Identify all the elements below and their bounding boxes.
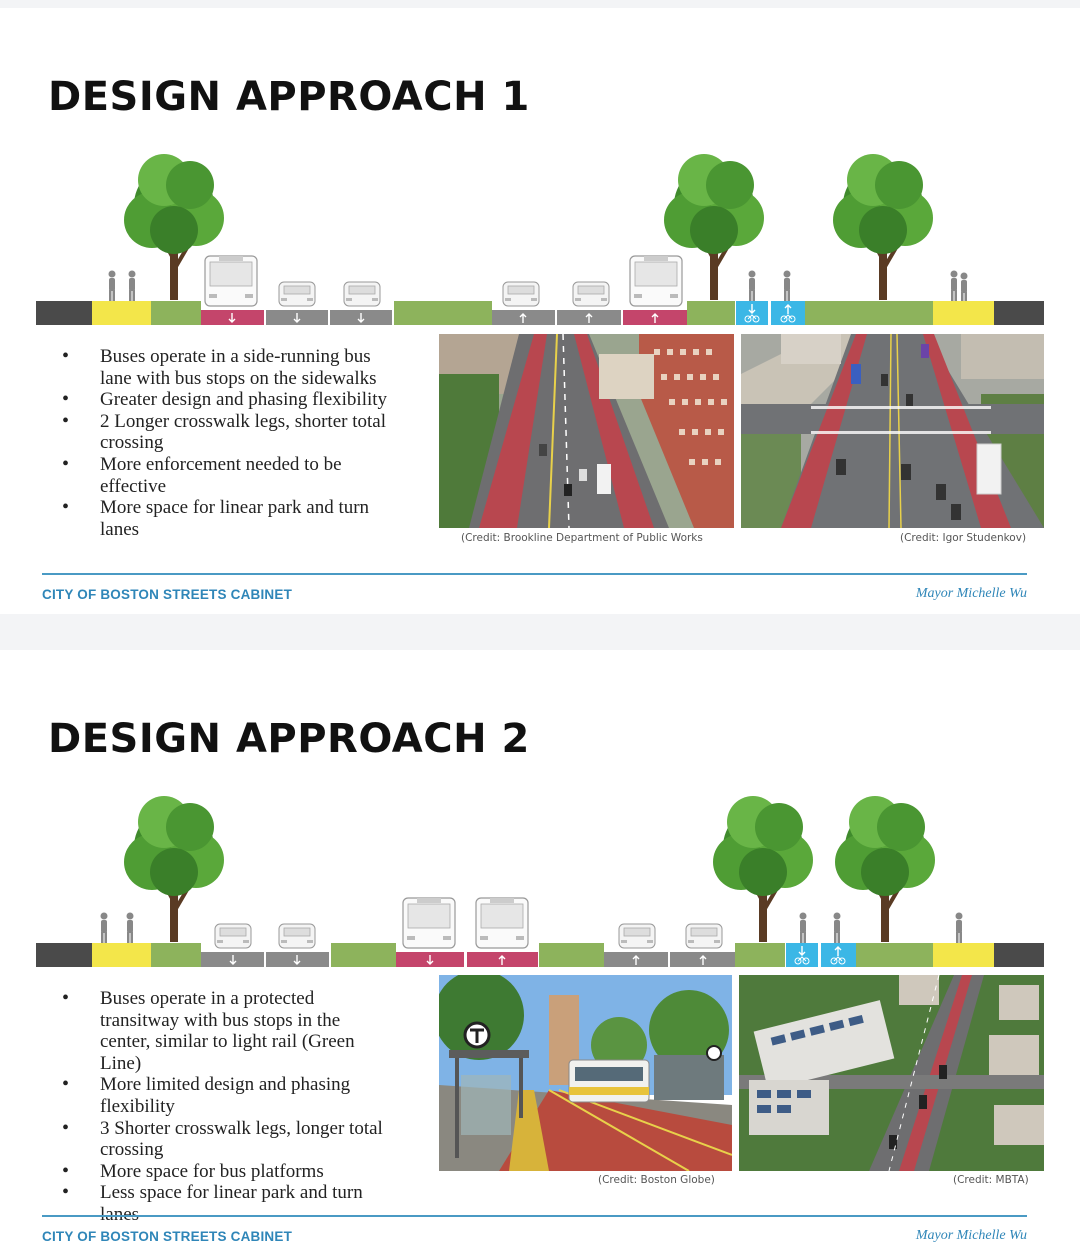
photo-credit: (Credit: Brookline Department of Public … <box>461 532 703 544</box>
photo-credit: (Credit: Igor Studenkov) <box>900 532 1027 544</box>
list-item: More space for linear park and turn lane… <box>60 497 390 540</box>
bus-icon <box>204 255 258 307</box>
list-item: 2 Longer crosswalk legs, shorter total c… <box>60 411 390 454</box>
car-icon <box>572 281 610 307</box>
list-item: More space for bus platforms <box>60 1161 390 1183</box>
tree-icon <box>711 794 815 944</box>
bus-platform-photo <box>439 975 732 1171</box>
footer-organization: CITY OF BOSTON STREETS CABINET <box>42 1229 293 1244</box>
list-item: Buses operate in a side-running bus lane… <box>60 346 390 389</box>
car-icon <box>278 923 316 949</box>
footer-mayor: Mayor Michelle Wu <box>915 586 1027 601</box>
bus-icon <box>402 897 456 949</box>
list-item: Buses operate in a protected transitway … <box>60 988 390 1074</box>
aerial-transitway-photo <box>739 975 1044 1171</box>
slide-design-approach-2: DESIGN APPROACH 2 <box>0 650 1080 1253</box>
pedestrian-icon <box>748 270 756 301</box>
bullet-list: Buses operate in a side-running bus lane… <box>60 346 390 540</box>
car-icon <box>502 281 540 307</box>
footer-mayor: Mayor Michelle Wu <box>915 1228 1027 1243</box>
footer-organization: CITY OF BOSTON STREETS CABINET <box>42 587 293 602</box>
street-photo-intersection <box>741 334 1044 528</box>
photo-credit: (Credit: MBTA) <box>953 1174 1029 1186</box>
pedestrian-icon <box>783 270 791 301</box>
pedestrian-icon <box>833 912 841 943</box>
slide-design-approach-1: DESIGN APPROACH 1 <box>0 8 1080 614</box>
slide-title: DESIGN APPROACH 2 <box>48 716 530 762</box>
footer-divider <box>42 1215 1027 1217</box>
car-icon <box>618 923 656 949</box>
tree-icon <box>831 152 935 302</box>
list-item: 3 Shorter crosswalk legs, longer total c… <box>60 1118 390 1161</box>
car-icon <box>685 923 723 949</box>
car-icon <box>343 281 381 307</box>
tree-icon <box>122 794 226 944</box>
photo-credit: (Credit: Boston Globe) <box>598 1174 715 1186</box>
pedestrian-icon <box>108 270 116 301</box>
list-item: Less space for linear park and turn lane… <box>60 1182 390 1225</box>
pedestrian-icon <box>955 912 963 943</box>
car-icon <box>278 281 316 307</box>
bus-icon <box>475 897 529 949</box>
street-photo-brookline <box>439 334 734 528</box>
slide-title: DESIGN APPROACH 1 <box>48 74 530 120</box>
list-item: Greater design and phasing flexibility <box>60 389 390 411</box>
pedestrian-icon <box>950 270 958 301</box>
pedestrian-icon <box>126 912 134 943</box>
car-icon <box>214 923 252 949</box>
pedestrian-icon <box>100 912 108 943</box>
bus-icon <box>629 255 683 307</box>
pedestrian-icon <box>128 270 136 301</box>
bullet-list: Buses operate in a protected transitway … <box>60 988 390 1226</box>
list-item: More limited design and phasing flexibil… <box>60 1074 390 1117</box>
footer-divider <box>42 573 1027 575</box>
pedestrian-icon <box>799 912 807 943</box>
street-cross-section <box>36 152 1044 325</box>
list-item: More enforcement needed to be effective <box>60 454 390 497</box>
street-cross-section <box>36 794 1044 967</box>
pedestrian-icon <box>960 272 968 303</box>
tree-icon <box>833 794 937 944</box>
